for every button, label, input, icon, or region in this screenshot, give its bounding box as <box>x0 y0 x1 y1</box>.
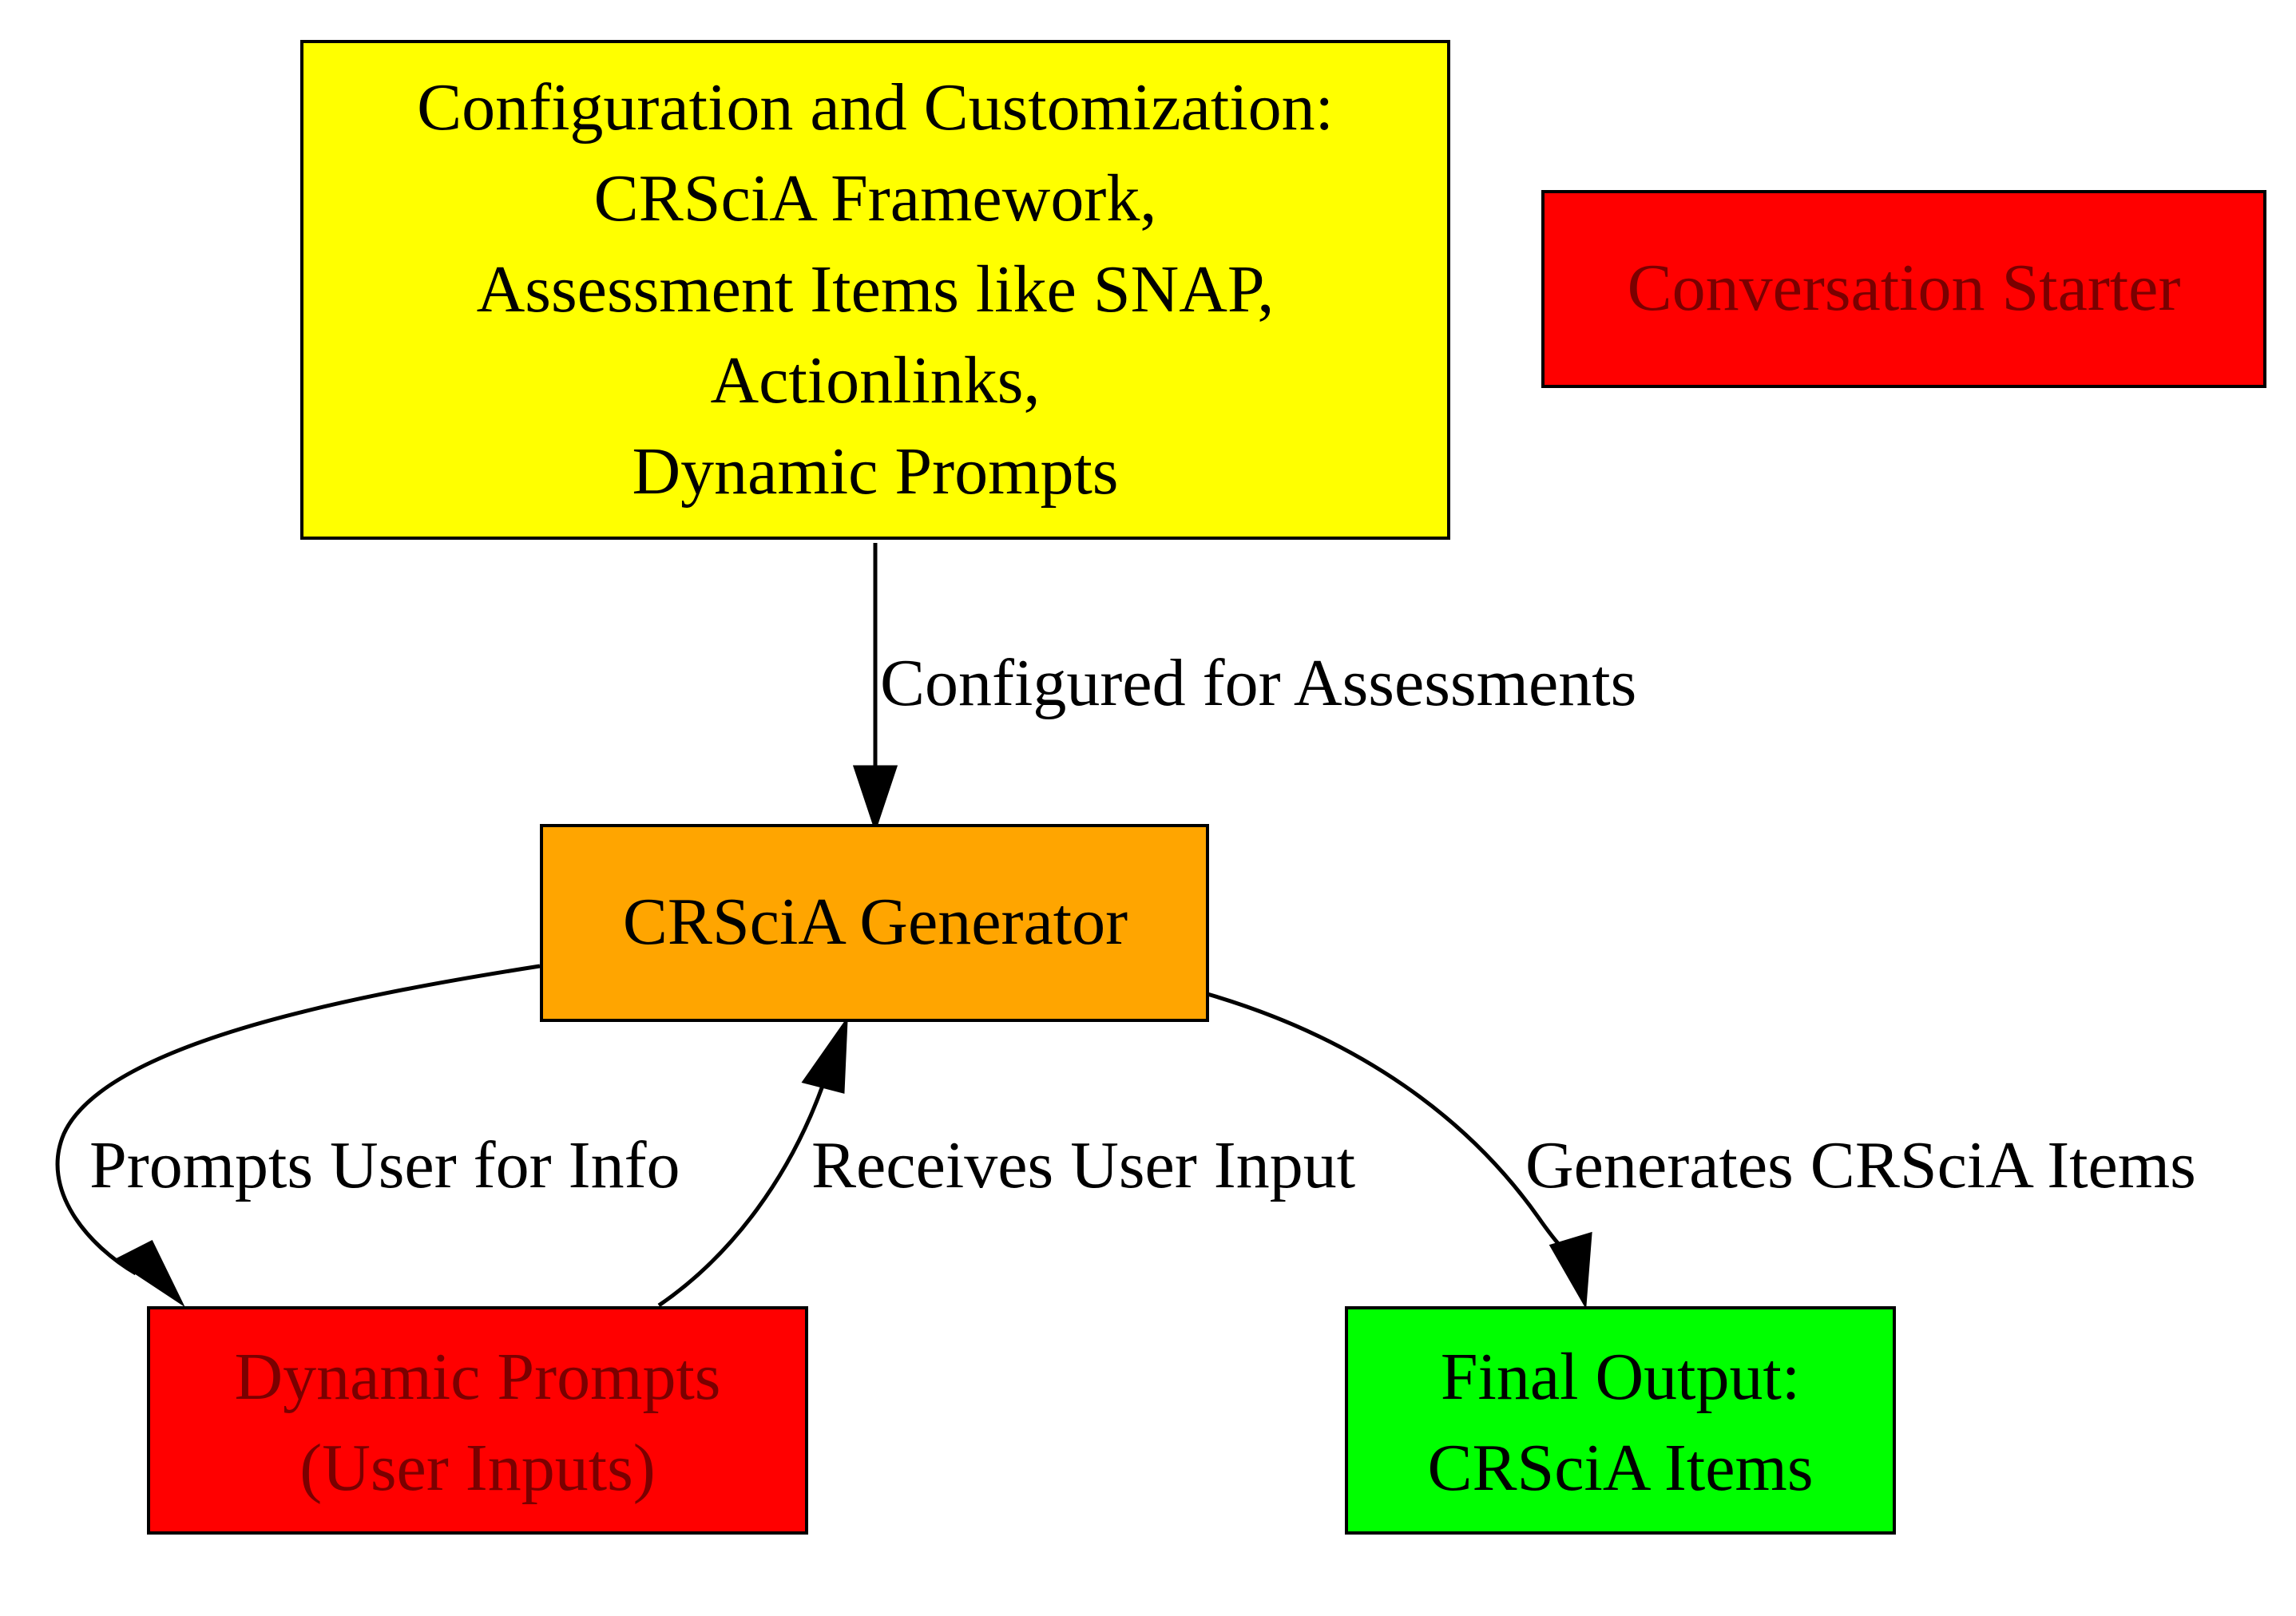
node-starter-line-1: Conversation Starter <box>1628 251 2181 325</box>
node-config-line-1: Configuration and Customization: <box>417 70 1334 145</box>
node-prompts: Dynamic Prompts (User Inputs) <box>147 1306 808 1535</box>
node-config-line-3: Assessment Items like SNAP, <box>477 252 1275 327</box>
node-output: Final Output: CRSciA Items <box>1345 1306 1896 1535</box>
edge-generates-line <box>1207 992 1580 1258</box>
edge-prompts-user-label: Prompts User for Info <box>89 1128 680 1202</box>
node-output-line-2: CRSciA Items <box>1427 1431 1813 1505</box>
node-starter-box <box>1541 190 2266 388</box>
edge-generates: Generates CRSciA Items <box>1207 992 2196 1309</box>
edge-configured-arrow-icon <box>852 765 898 833</box>
node-generator-line-1: CRSciA Generator <box>623 885 1128 959</box>
node-config-line-5: Dynamic Prompts <box>632 434 1119 509</box>
edge-receives-line <box>657 1085 825 1308</box>
node-prompts-line-2: (User Inputs) <box>299 1431 656 1505</box>
node-prompts-line-1: Dynamic Prompts <box>235 1340 721 1414</box>
edge-receives-label: Receives User Input <box>811 1128 1355 1202</box>
edge-receives-arrow-icon <box>801 1016 848 1094</box>
node-config-line-4: Actionlinks, <box>711 343 1041 418</box>
node-config-line-2: CRSciA Framework, <box>594 161 1157 236</box>
edge-configured-label: Configured for Assessments <box>880 646 1636 720</box>
node-output-line-1: Final Output: <box>1441 1340 1800 1414</box>
node-output-box <box>1345 1306 1896 1535</box>
node-starter: Conversation Starter <box>1541 190 2266 388</box>
edge-prompts-user-arrow-icon <box>113 1239 185 1308</box>
node-generator-box <box>540 824 1209 1022</box>
node-config-box <box>300 40 1450 540</box>
node-generator: CRSciA Generator <box>540 824 1209 1022</box>
edge-receives: Receives User Input <box>657 1016 1355 1308</box>
node-prompts-box <box>147 1306 808 1535</box>
edge-prompts-user: Prompts User for Info <box>55 964 680 1308</box>
node-config: Configuration and Customization: CRSciA … <box>300 40 1450 540</box>
edge-prompts-user-line <box>55 964 541 1276</box>
edge-generates-arrow-icon <box>1549 1231 1592 1309</box>
edge-configured: Configured for Assessments <box>852 543 1636 833</box>
edge-generates-label: Generates CRSciA Items <box>1525 1128 2196 1202</box>
